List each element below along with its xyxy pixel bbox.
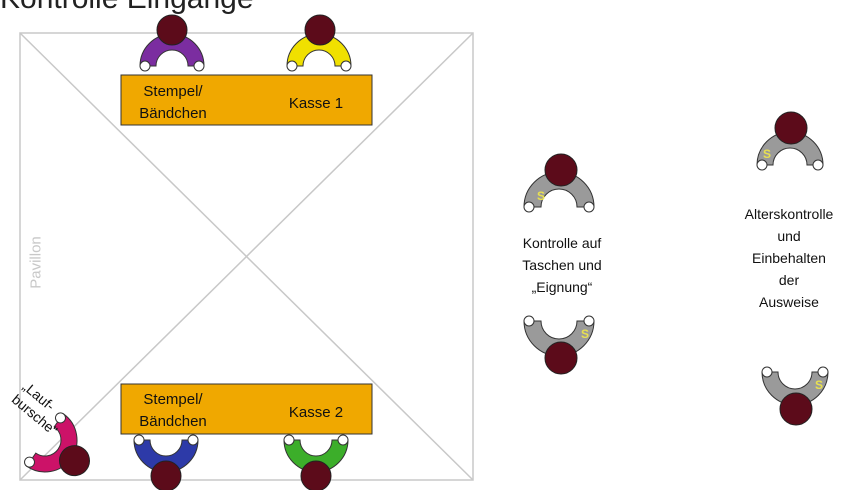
pavilion-diagonal <box>19 32 474 481</box>
person-yellow-icon <box>286 14 352 72</box>
desk-top-left-label-line2: Bändchen <box>139 105 207 122</box>
security-person-icon: S <box>523 315 595 375</box>
desk-bottom-table <box>120 383 373 435</box>
person-blue-icon <box>133 434 199 490</box>
desk-bottom-left-label-line1: Stempel/ <box>143 391 203 408</box>
pavilion-label: Pavillon <box>27 236 45 289</box>
badge-letter: S <box>537 189 545 203</box>
badge-letter: S <box>763 147 771 161</box>
desk-bottom: Stempel/ Bändchen Kasse 2 <box>120 383 373 435</box>
page-title: Kontrolle Eingänge <box>0 0 254 16</box>
security-person-icon: S <box>761 366 829 426</box>
security-person-icon: S <box>523 153 595 213</box>
badge-letter: S <box>581 327 589 341</box>
person-purple-icon <box>139 14 205 72</box>
badge-letter: S <box>815 378 823 392</box>
security-person-icon: S <box>756 111 824 171</box>
desk-top-left-label-line1: Stempel/ <box>143 83 203 100</box>
desk-top: Stempel/ Bändchen Kasse 1 <box>120 74 373 126</box>
desk-top-right-label: Kasse 1 <box>289 95 343 112</box>
pavilion-outline <box>19 32 474 481</box>
desk-top-table <box>120 74 373 126</box>
person-green-icon <box>283 434 349 490</box>
person-magenta-icon <box>24 412 90 477</box>
station-middle-caption: Kontrolle auf Taschen und „Eignung“ <box>522 235 602 295</box>
desk-bottom-right-label: Kasse 2 <box>289 404 343 421</box>
desk-bottom-left-label-line2: Bändchen <box>139 413 207 430</box>
station-right-caption: Alterskontrolle und Einbehalten der Ausw… <box>744 206 834 310</box>
pavilion <box>19 32 474 481</box>
